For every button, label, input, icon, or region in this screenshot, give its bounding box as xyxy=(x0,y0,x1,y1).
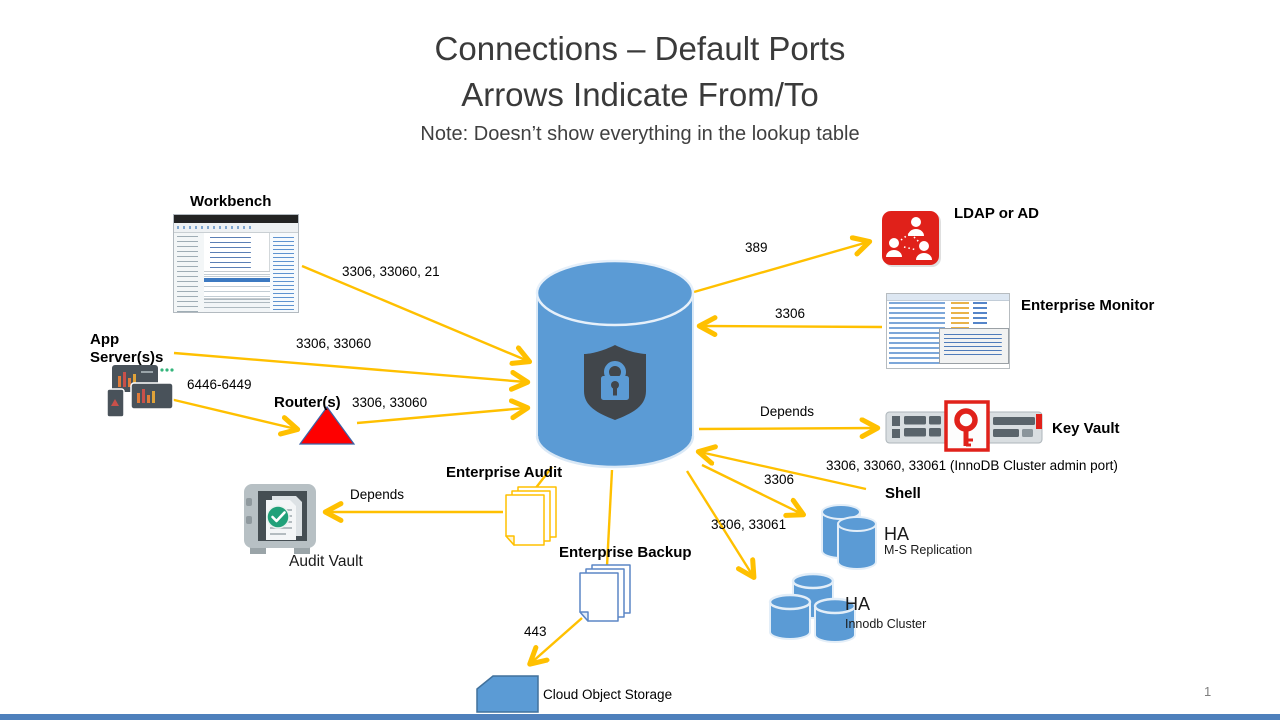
arrow-shell-db xyxy=(700,452,867,491)
monitor-header xyxy=(887,294,1009,301)
port-shell-db: 3306, 33060, 33061 (InnoDB Cluster admin… xyxy=(826,458,1118,473)
enterprise-audit-label: Enterprise Audit xyxy=(446,464,563,481)
workbench-output-panel xyxy=(204,298,270,312)
workbench-label: Workbench xyxy=(190,193,272,210)
mysql-database-icon xyxy=(535,259,695,469)
arrow-workbench-db xyxy=(301,264,528,361)
arrow-router-db xyxy=(356,408,526,425)
port-db-hams: 3306 xyxy=(764,472,795,487)
enterprise-backup-files-icon xyxy=(579,564,631,622)
monitor-status-dots2 xyxy=(973,302,987,326)
ha-innodb-label: HA xyxy=(845,594,871,614)
app-servers-icon xyxy=(106,365,174,418)
line-db-backup xyxy=(605,469,614,567)
router-icon xyxy=(298,405,356,445)
connectors xyxy=(169,242,883,663)
audit-vault-icon xyxy=(244,484,316,554)
arrow-db-innodb xyxy=(685,470,753,576)
workbench-toolbar xyxy=(174,223,298,233)
title-block: Connections – Default Ports Arrows Indic… xyxy=(0,26,1280,147)
arrow-db-keyvault xyxy=(698,428,876,429)
slide-title-line2: Arrows Indicate From/To xyxy=(461,76,819,113)
port-backup-cloud: 443 xyxy=(524,624,547,639)
arrow-backup-cloud xyxy=(531,617,583,663)
enterprise-audit-files-icon xyxy=(505,486,557,546)
app-servers-label-line2: Server(s)s xyxy=(90,349,164,366)
port-workbench-db: 3306, 33060, 21 xyxy=(342,264,440,279)
ha-innodb-cluster-icon xyxy=(768,572,857,643)
ha-ms-sublabel: M-S Replication xyxy=(884,543,973,557)
app-servers-label-line1: App xyxy=(90,331,120,348)
label-db-keyvault-depends: Depends xyxy=(760,404,815,419)
ldap-label: LDAP or AD xyxy=(954,205,1040,222)
label-audit-vault-depends: Depends xyxy=(350,487,405,502)
line-db-audit xyxy=(534,466,553,490)
port-app-db: 3306, 33060 xyxy=(296,336,372,351)
enterprise-backup-label: Enterprise Backup xyxy=(559,544,692,561)
router-label: Router(s) xyxy=(274,394,341,411)
workbench-titlebar xyxy=(174,215,298,223)
port-db-innodb: 3306, 33061 xyxy=(711,517,787,532)
arrow-db-hams xyxy=(701,463,802,514)
ha-ms-replication-icon xyxy=(821,504,877,570)
workbench-screenshot-thumbnail xyxy=(173,214,299,313)
arrow-monitor-db xyxy=(701,326,883,327)
monitor-row-list xyxy=(889,302,945,366)
workbench-results-grid xyxy=(204,271,270,299)
ha-innodb-sublabel: Innodb Cluster xyxy=(845,617,927,631)
workbench-selected-row xyxy=(204,278,270,282)
enterprise-monitor-label: Enterprise Monitor xyxy=(1021,297,1155,314)
footer-accent-bar xyxy=(0,714,1280,720)
monitor-tooltip-popup xyxy=(939,328,1009,364)
arrow-db-ldap xyxy=(693,242,868,294)
port-router-db: 3306, 33060 xyxy=(352,395,428,410)
slide-title-line1: Connections – Default Ports xyxy=(434,30,846,67)
workbench-help-panel xyxy=(269,233,298,312)
shell-label: Shell xyxy=(885,485,921,502)
port-app-router: 6446-6449 xyxy=(187,377,252,392)
port-db-ldap: 389 xyxy=(745,240,768,255)
app-servers-label: App Server(s)s xyxy=(90,331,163,367)
arrow-appservers-db xyxy=(173,351,526,382)
ha-ms-label: HA xyxy=(884,524,910,544)
cloud-object-storage-icon xyxy=(476,675,539,713)
enterprise-monitor-screenshot-thumbnail xyxy=(886,293,1010,369)
ldap-users-icon xyxy=(882,211,941,267)
page-number: 1 xyxy=(1204,684,1212,699)
port-monitor-db: 3306 xyxy=(775,306,806,321)
security-shield-lock-icon xyxy=(584,345,646,420)
audit-vault-label: Audit Vault xyxy=(289,553,363,570)
cloud-storage-label: Cloud Object Storage xyxy=(543,687,673,702)
key-vault-label: Key Vault xyxy=(1052,420,1120,437)
arrow-appservers-router xyxy=(169,397,296,429)
slide-note: Note: Doesn’t show everything in the loo… xyxy=(420,123,860,145)
key-vault-icon xyxy=(885,400,1043,452)
workbench-sql-editor xyxy=(204,233,270,271)
workbench-sidebar xyxy=(174,233,205,312)
